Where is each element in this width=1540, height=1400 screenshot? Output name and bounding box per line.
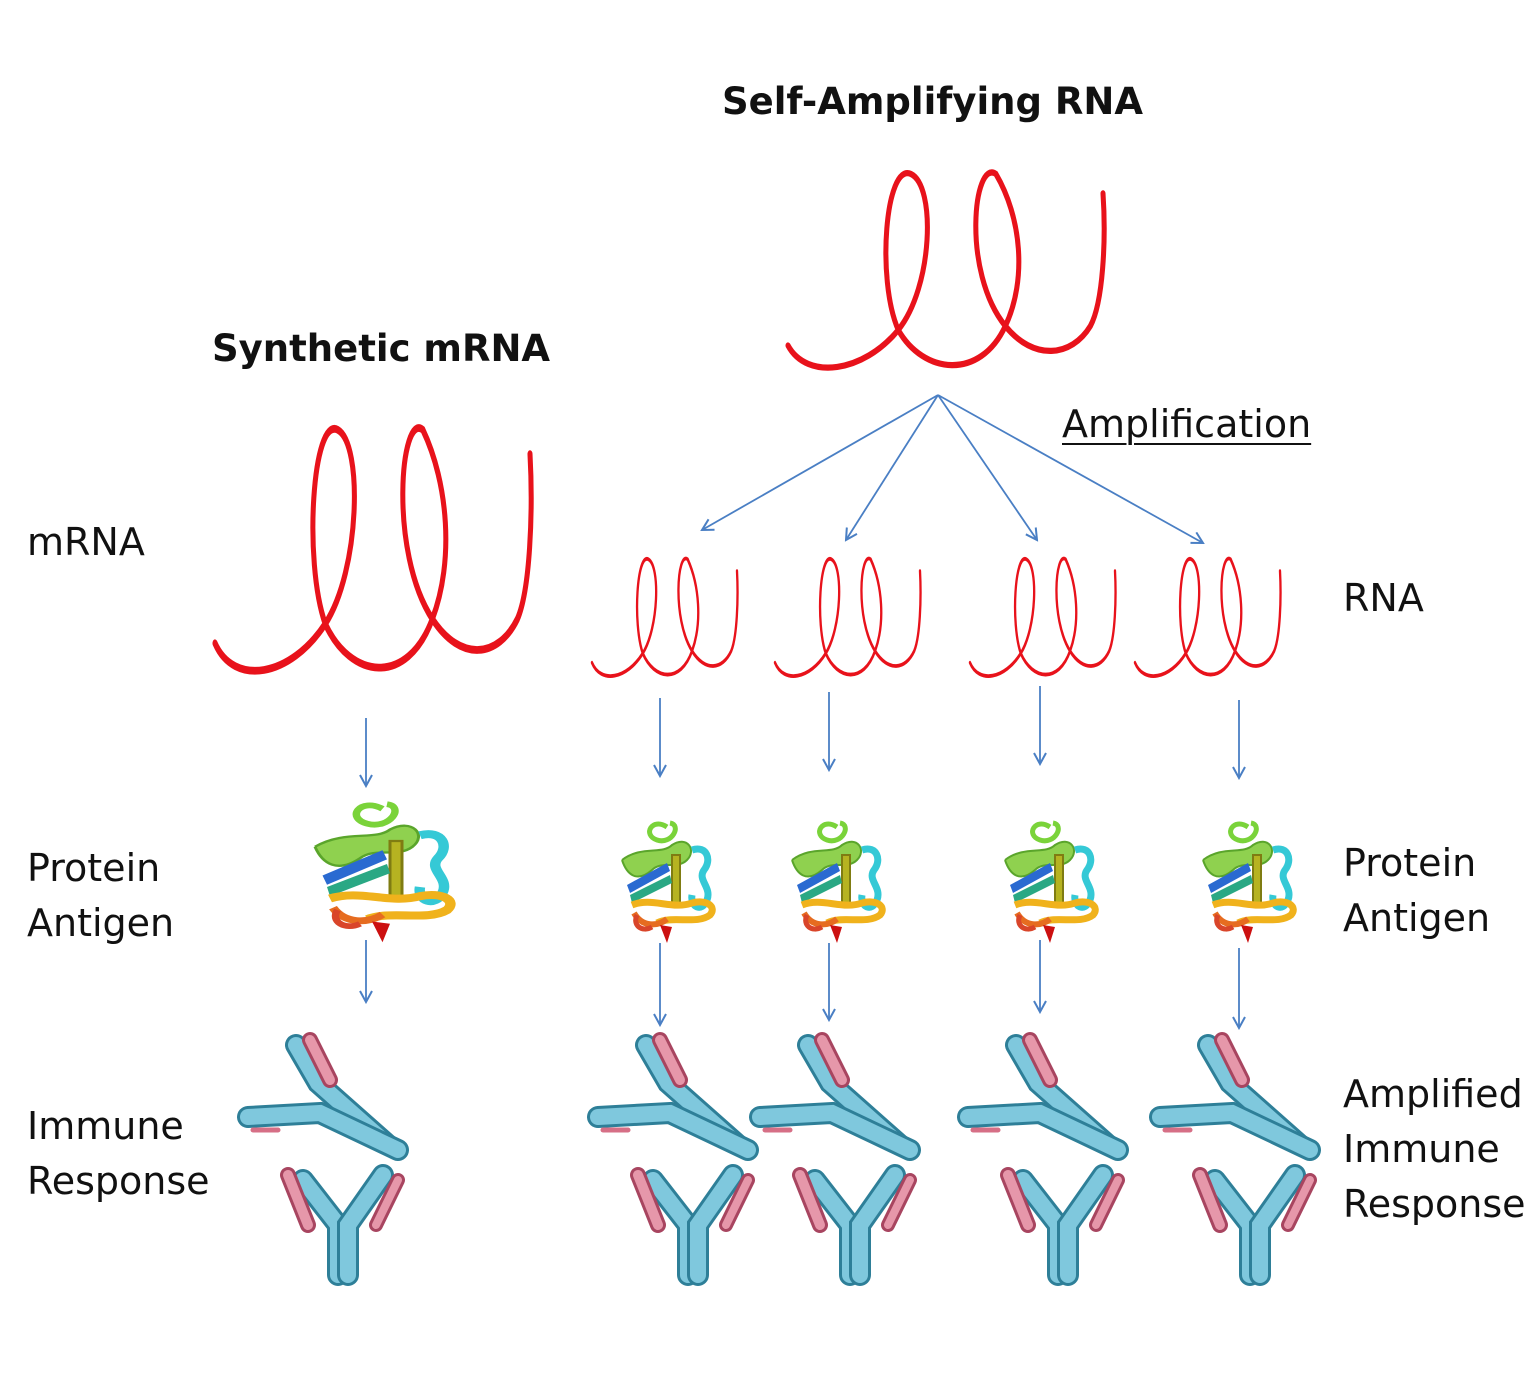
amplification-label: Amplification xyxy=(1062,402,1312,446)
antibody-pair-icon xyxy=(1160,1040,1310,1275)
label-response-right: Response xyxy=(1343,1182,1526,1226)
label-response-left: Response xyxy=(27,1159,210,1203)
rna-coil-icon xyxy=(590,556,740,678)
antibody-pair-icon xyxy=(248,1040,398,1275)
antibody-pair-icon xyxy=(760,1040,910,1275)
label-protein-left: Protein xyxy=(27,846,161,890)
label-mrna: mRNA xyxy=(27,520,145,564)
protein-ribbon-icon xyxy=(622,823,712,943)
protein-ribbon-icon xyxy=(1203,823,1293,943)
rna-coil-icon xyxy=(773,556,923,678)
title-self-amplifying-rna: Self-Amplifying RNA xyxy=(722,80,1143,123)
antibody-pair-icon xyxy=(598,1040,748,1275)
label-protein-right: Protein xyxy=(1343,841,1477,885)
label-rna: RNA xyxy=(1343,576,1424,620)
rna-coil-icon xyxy=(968,556,1118,678)
flow-arrows xyxy=(366,686,1239,1028)
protein-ribbon-icon xyxy=(792,823,882,943)
label-immune-left: Immune xyxy=(27,1104,184,1148)
amplification-arrows xyxy=(702,394,1203,543)
protein-ribbon-icon xyxy=(1005,823,1095,943)
label-antigen-right: Antigen xyxy=(1343,896,1491,940)
title-synthetic-mrna: Synthetic mRNA xyxy=(212,327,551,370)
label-immune-right: Immune xyxy=(1343,1127,1500,1171)
rna-coil-icon xyxy=(788,172,1104,367)
rna-coil-icon xyxy=(1133,556,1283,678)
label-antigen-left: Antigen xyxy=(27,901,175,945)
protein-ribbon-icon xyxy=(315,804,450,942)
rna-coil-icon xyxy=(215,428,531,671)
label-amplified: Amplified xyxy=(1343,1072,1523,1116)
antibody-pair-icon xyxy=(968,1040,1118,1275)
